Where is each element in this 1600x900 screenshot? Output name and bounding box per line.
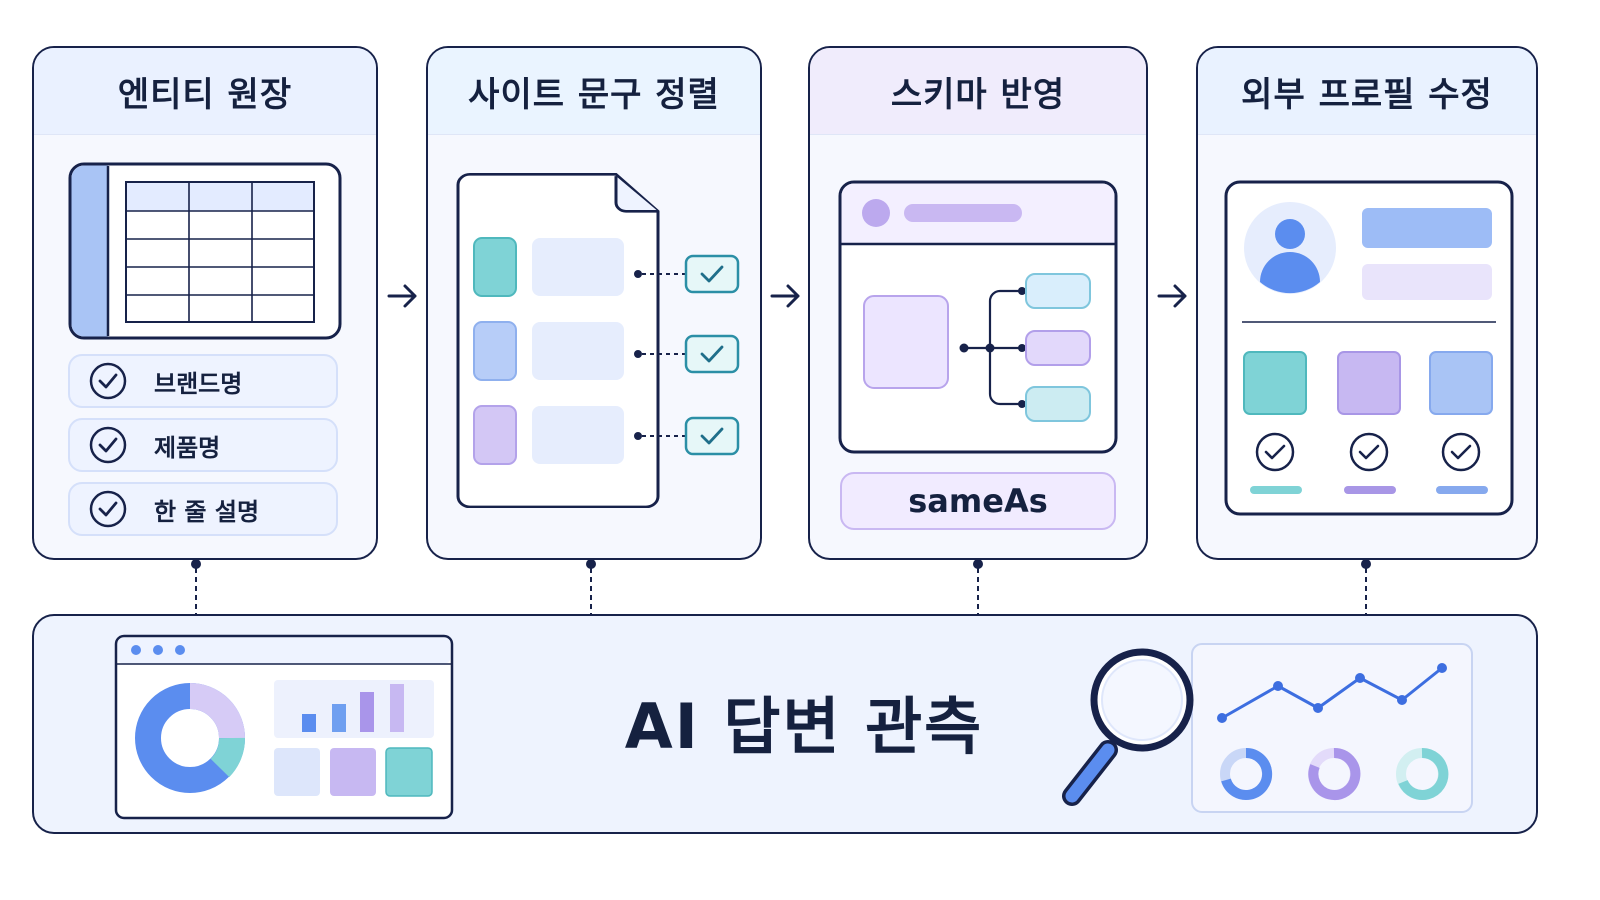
check-circle-icon (89, 490, 127, 528)
bar-chart-icon (302, 684, 404, 732)
dashboard-illustration (114, 634, 454, 820)
user-avatar-icon (1260, 219, 1320, 294)
ledger-table-illustration (68, 162, 342, 340)
check-circle-icon (89, 362, 127, 400)
step-panel-schema: 스키마 반영 sameAs (808, 46, 1148, 560)
step-panel-entity-ledger: 엔티티 원장 브랜드명 제품명 한 줄 설명 (32, 46, 378, 560)
ledger-item-product: 제품명 (68, 418, 338, 472)
check-circle-icon (1441, 432, 1481, 472)
donut-chart-icon (135, 683, 245, 793)
check-icon (684, 416, 740, 456)
dashed-connector (973, 559, 983, 618)
dashed-connector (191, 559, 201, 618)
step-title: 스키마 반영 (810, 48, 1146, 135)
step-panel-site-copy-alignment: 사이트 문구 정렬 (426, 46, 762, 560)
step-title: 사이트 문구 정렬 (428, 48, 760, 135)
search-analytics-illustration (1062, 643, 1473, 813)
ledger-item-label: 한 줄 설명 (154, 497, 260, 526)
step-panel-external-profile: 외부 프로필 수정 (1196, 46, 1538, 560)
check-icon (684, 254, 740, 294)
ledger-item-description: 한 줄 설명 (68, 482, 338, 536)
ring-chart-icon (1396, 747, 1449, 800)
dashed-connector (1361, 559, 1371, 618)
step-title: 외부 프로필 수정 (1198, 48, 1536, 135)
ledger-item-label: 제품명 (154, 433, 221, 462)
schema-window-illustration (838, 180, 1118, 454)
check-circle-icon (89, 426, 127, 464)
ai-answer-monitoring-panel: AI 답변 관측 (32, 614, 1538, 834)
profile-card-illustration (1224, 180, 1514, 516)
magnifier-icon (1062, 648, 1194, 806)
check-circle-icon (1255, 432, 1295, 472)
arrow-right-icon (770, 284, 800, 308)
line-chart-icon (1217, 663, 1447, 723)
arrow-right-icon (1157, 284, 1187, 308)
ring-chart-icon (1308, 747, 1361, 800)
arrow-right-icon (387, 284, 417, 308)
sameas-label: sameAs (840, 472, 1116, 530)
step-title: 엔티티 원장 (34, 48, 376, 135)
check-icon (684, 334, 740, 374)
monitoring-title: AI 답변 관측 (624, 690, 984, 763)
ledger-item-label: 브랜드명 (154, 369, 243, 398)
ledger-item-brand: 브랜드명 (68, 354, 338, 408)
check-circle-icon (1349, 432, 1389, 472)
dashed-connector (586, 559, 596, 618)
document-alignment-illustration (456, 172, 740, 508)
ring-chart-icon (1220, 747, 1273, 800)
